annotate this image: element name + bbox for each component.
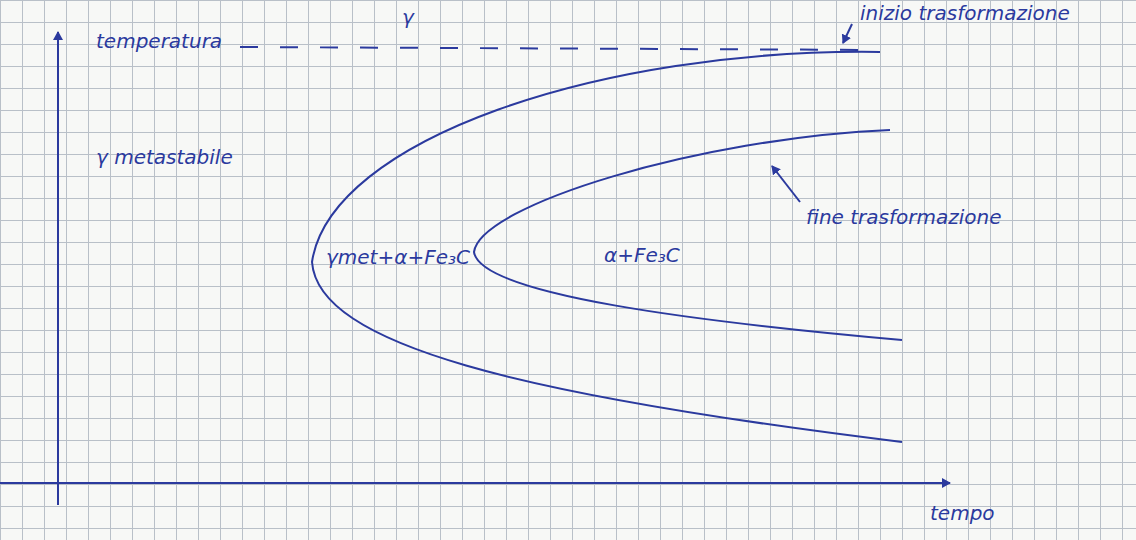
- leader-line: [843, 24, 852, 43]
- phase-label: γ metastabile: [96, 146, 233, 168]
- time-axis: [0, 482, 950, 484]
- axis-label: tempo: [930, 502, 995, 524]
- start-curve: [312, 52, 902, 442]
- leader-line: [772, 166, 800, 202]
- temperature-axis: [57, 32, 59, 505]
- phase-label: γ: [402, 6, 414, 28]
- phase-label: α+Fe₃C: [604, 244, 680, 266]
- phase-label: γmet+α+Fe₃C: [326, 246, 470, 268]
- curve-label: inizio trasformazione: [860, 2, 1070, 24]
- curve-label: fine trasformazione: [806, 206, 1002, 228]
- axis-label: temperatura: [96, 30, 222, 52]
- end-curve: [474, 130, 902, 340]
- dashed-line: [240, 47, 880, 50]
